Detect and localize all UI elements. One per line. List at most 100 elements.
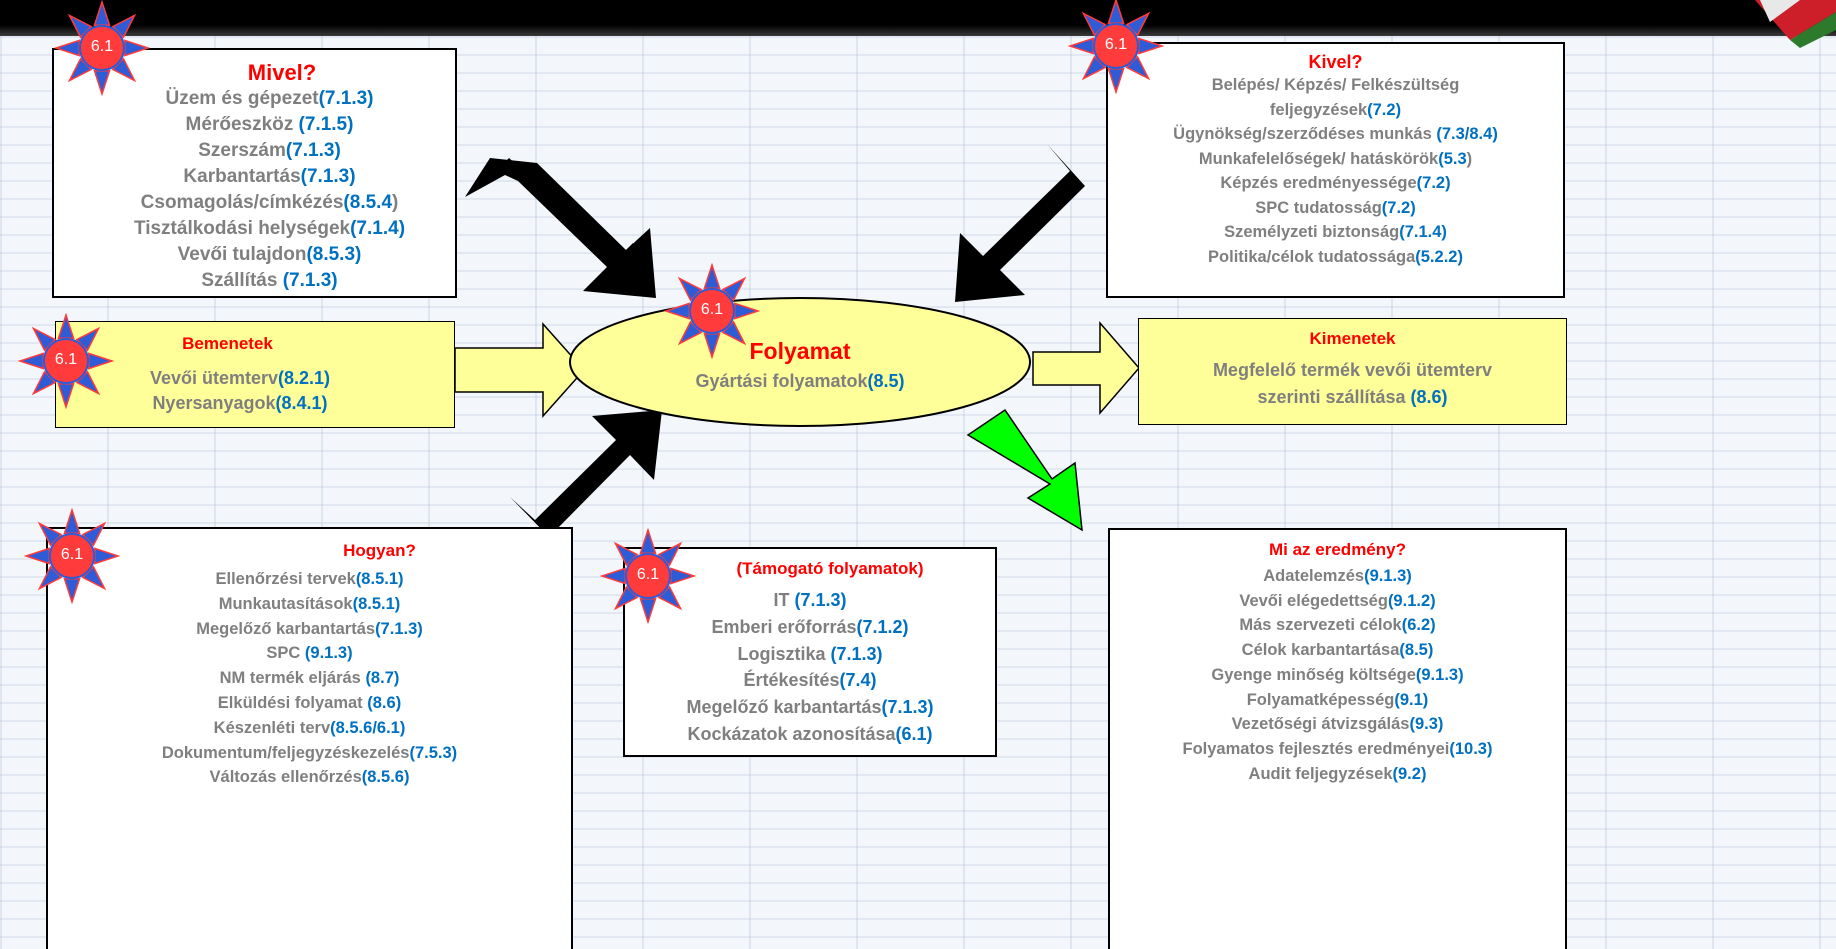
box-lines: Adatelemzés(9.1.3)Vevői elégedettség(9.1… bbox=[1110, 564, 1565, 786]
box-line: Szállítás (7.1.3) bbox=[84, 268, 455, 294]
box-line: Munkafelelőségek/ hatáskörök(5.3) bbox=[1108, 147, 1563, 172]
line-text: Folyamatképesség bbox=[1246, 690, 1395, 709]
line-ref: (8.6) bbox=[1410, 387, 1448, 407]
line-ref: (7.1.2) bbox=[856, 616, 909, 637]
sunburst-icon bbox=[1067, 0, 1165, 95]
line-text: Nyersanyagok bbox=[152, 393, 276, 413]
box-line: Folyamatos fejlesztés eredményei(10.3) bbox=[1110, 737, 1565, 762]
logo-fragment bbox=[1755, 0, 1836, 48]
box-line: Képzés eredményessége(7.2) bbox=[1108, 171, 1563, 196]
box-line: Kockázatok azonosítása(6.1) bbox=[625, 721, 995, 748]
box-lines: Belépés/ Képzés/ Felkészültség feljegyzés… bbox=[1108, 73, 1563, 269]
line-ref: (7.1.3) bbox=[881, 697, 934, 718]
line-text: Vevői tulajdon bbox=[177, 244, 307, 265]
box-line: feljegyzések(7.2) bbox=[1108, 98, 1563, 123]
badge-label: 6.1 bbox=[90, 38, 114, 55]
box-title: Bemenetek bbox=[182, 334, 273, 353]
folyamat-line: Gyártási folyamatok(8.5) bbox=[570, 371, 1030, 392]
box-line: Üzem és gépezet(7.1.3) bbox=[84, 86, 455, 112]
box-line: Más szervezeti célok(6.2) bbox=[1110, 613, 1565, 638]
line-text: Vevői elégedettség bbox=[1239, 591, 1388, 610]
line-text: Megfelelő termék vevői ütemterv bbox=[1212, 360, 1493, 380]
badge-6-1-kivel: 6.1 bbox=[1067, 0, 1165, 99]
box-title: Kimenetek bbox=[1309, 329, 1396, 348]
line-ref: (8.5.4 bbox=[343, 192, 393, 213]
box-lines: Megfelelő termék vevői ütemterv szerinti … bbox=[1139, 357, 1566, 411]
badge-label: 6.1 bbox=[700, 301, 724, 318]
box-lines: Vevői ütemterv(8.2.1)Nyersanyagok(8.4.1) bbox=[56, 366, 424, 416]
box-line: Vevői elégedettség(9.1.2) bbox=[1110, 589, 1565, 614]
line-ref: (8.5.6/6.1) bbox=[330, 718, 406, 737]
line-ref: (7.4) bbox=[839, 670, 877, 691]
line-ref: (7.1.3) bbox=[375, 619, 423, 638]
box-line: Értékesítés(7.4) bbox=[625, 667, 995, 694]
line-ref: (9.1.3) bbox=[304, 644, 353, 663]
line-text: Dokumentum/feljegyzéskezelés bbox=[161, 743, 410, 762]
box-line: Megelőző karbantartás(7.1.3) bbox=[48, 617, 571, 642]
line-ref: (8.2.1) bbox=[278, 368, 331, 388]
line-text: Szerszám bbox=[198, 140, 286, 161]
line-ref: (7.2) bbox=[1416, 174, 1451, 192]
line-text: szerinti szállítása bbox=[1257, 387, 1411, 407]
box-kimenetek: Kimenetek Megfelelő termék vevői ütemter… bbox=[1138, 318, 1567, 425]
box-line: Célok karbantartása(8.5) bbox=[1110, 638, 1565, 663]
top-bar bbox=[0, 0, 1836, 36]
box-line: Készenléti terv(8.5.6/6.1) bbox=[48, 716, 571, 741]
box-line: Megfelelő termék vevői ütemterv bbox=[1139, 357, 1566, 384]
box-bemenetek: Bemenetek Vevői ütemterv(8.2.1)Nyersanya… bbox=[55, 321, 455, 428]
line-text: NM termék eljárás bbox=[219, 669, 366, 688]
box-line: Emberi erőforrás(7.1.2) bbox=[625, 614, 995, 641]
box-lines: IT (7.1.3)Emberi erőforrás(7.1.2)Logiszt… bbox=[625, 587, 995, 748]
line-text: Más szervezeti célok bbox=[1239, 616, 1402, 635]
badge-6-1-folyamat: 6.1 bbox=[663, 262, 761, 364]
box-line: Vezetőségi átvizsgálás(9.3) bbox=[1110, 712, 1565, 737]
box-line: Belépés/ Képzés/ Felkészültség bbox=[1108, 73, 1563, 98]
line-ref: (8.5) bbox=[867, 371, 905, 391]
box-line: Mérőeszköz (7.1.5) bbox=[84, 112, 455, 138]
line-ref: (7.2) bbox=[1367, 100, 1402, 119]
arrow-bemenetek bbox=[454, 322, 586, 418]
box-line: Tisztálkodási helységek(7.1.4) bbox=[84, 216, 455, 242]
line-ref: (7.5.3) bbox=[409, 743, 458, 762]
line-text: Képzés eredményessége bbox=[1220, 174, 1417, 192]
box-line: Adatelemzés(9.1.3) bbox=[1110, 564, 1565, 589]
line-text: Megelőző karbantartás bbox=[196, 619, 376, 638]
line-text: Emberi erőforrás bbox=[711, 616, 857, 637]
box-title: Hogyan? bbox=[343, 541, 416, 560]
line-text: Logisztika bbox=[737, 643, 831, 664]
line-ref: (7.1.3) bbox=[300, 166, 356, 187]
line-text: Belépés/ Képzés/ Felkészültség bbox=[1211, 76, 1460, 94]
line-text: Kockázatok azonosítása bbox=[687, 723, 896, 744]
line-ref: (8.5.3) bbox=[306, 244, 362, 265]
arrow-kivel bbox=[955, 144, 1085, 302]
line-ref: (6.2) bbox=[1401, 616, 1436, 635]
badge-label: 6.1 bbox=[54, 351, 78, 368]
arrow-mivel-body bbox=[465, 158, 656, 298]
line-ref: (7.3/8.4) bbox=[1436, 125, 1498, 143]
line-text: Folyamatos fejlesztés eredményei bbox=[1182, 739, 1450, 758]
line-ref: (7.1.5) bbox=[298, 114, 354, 135]
box-line: Munkautasítások(8.5.1) bbox=[48, 592, 571, 617]
folyamat-text: Folyamat Gyártási folyamatok(8.5) bbox=[570, 338, 1030, 392]
line-text: SPC bbox=[266, 644, 305, 663]
line-text: Vezetőségi átvizsgálás bbox=[1231, 715, 1410, 734]
box-lines: Üzem és gépezet(7.1.3)Mérőeszköz (7.1.5)… bbox=[84, 86, 455, 294]
line-ref: (7.1.4) bbox=[1399, 223, 1447, 241]
badge-label: 6.1 bbox=[636, 566, 660, 583]
line-text: Gyártási folyamatok bbox=[695, 371, 868, 391]
line-ref: (8.6) bbox=[367, 693, 402, 712]
line-ref: (9.1.3) bbox=[1415, 665, 1464, 684]
line-ref: (8.5.1) bbox=[355, 570, 404, 588]
line-ref: (7.2) bbox=[1381, 198, 1416, 217]
line-ref: (9.1.2) bbox=[1387, 591, 1436, 610]
line-ref: (8.5.6) bbox=[361, 768, 410, 787]
line-text: Audit feljegyzések bbox=[1248, 764, 1393, 783]
box-title: Mivel? bbox=[247, 60, 317, 85]
line-ref: (9.3) bbox=[1409, 715, 1444, 734]
line-ref: (9.2) bbox=[1392, 764, 1427, 783]
box-line: Gyenge minőség költsége(9.1.3) bbox=[1110, 663, 1565, 688]
sunburst-icon bbox=[23, 507, 121, 605]
box-lines: Ellenőrzési tervek(8.5.1)Munkautasítások… bbox=[48, 567, 571, 790]
arrow-tamogato bbox=[510, 410, 662, 537]
badge-6-1-tamogato: 6.1 bbox=[599, 527, 697, 629]
